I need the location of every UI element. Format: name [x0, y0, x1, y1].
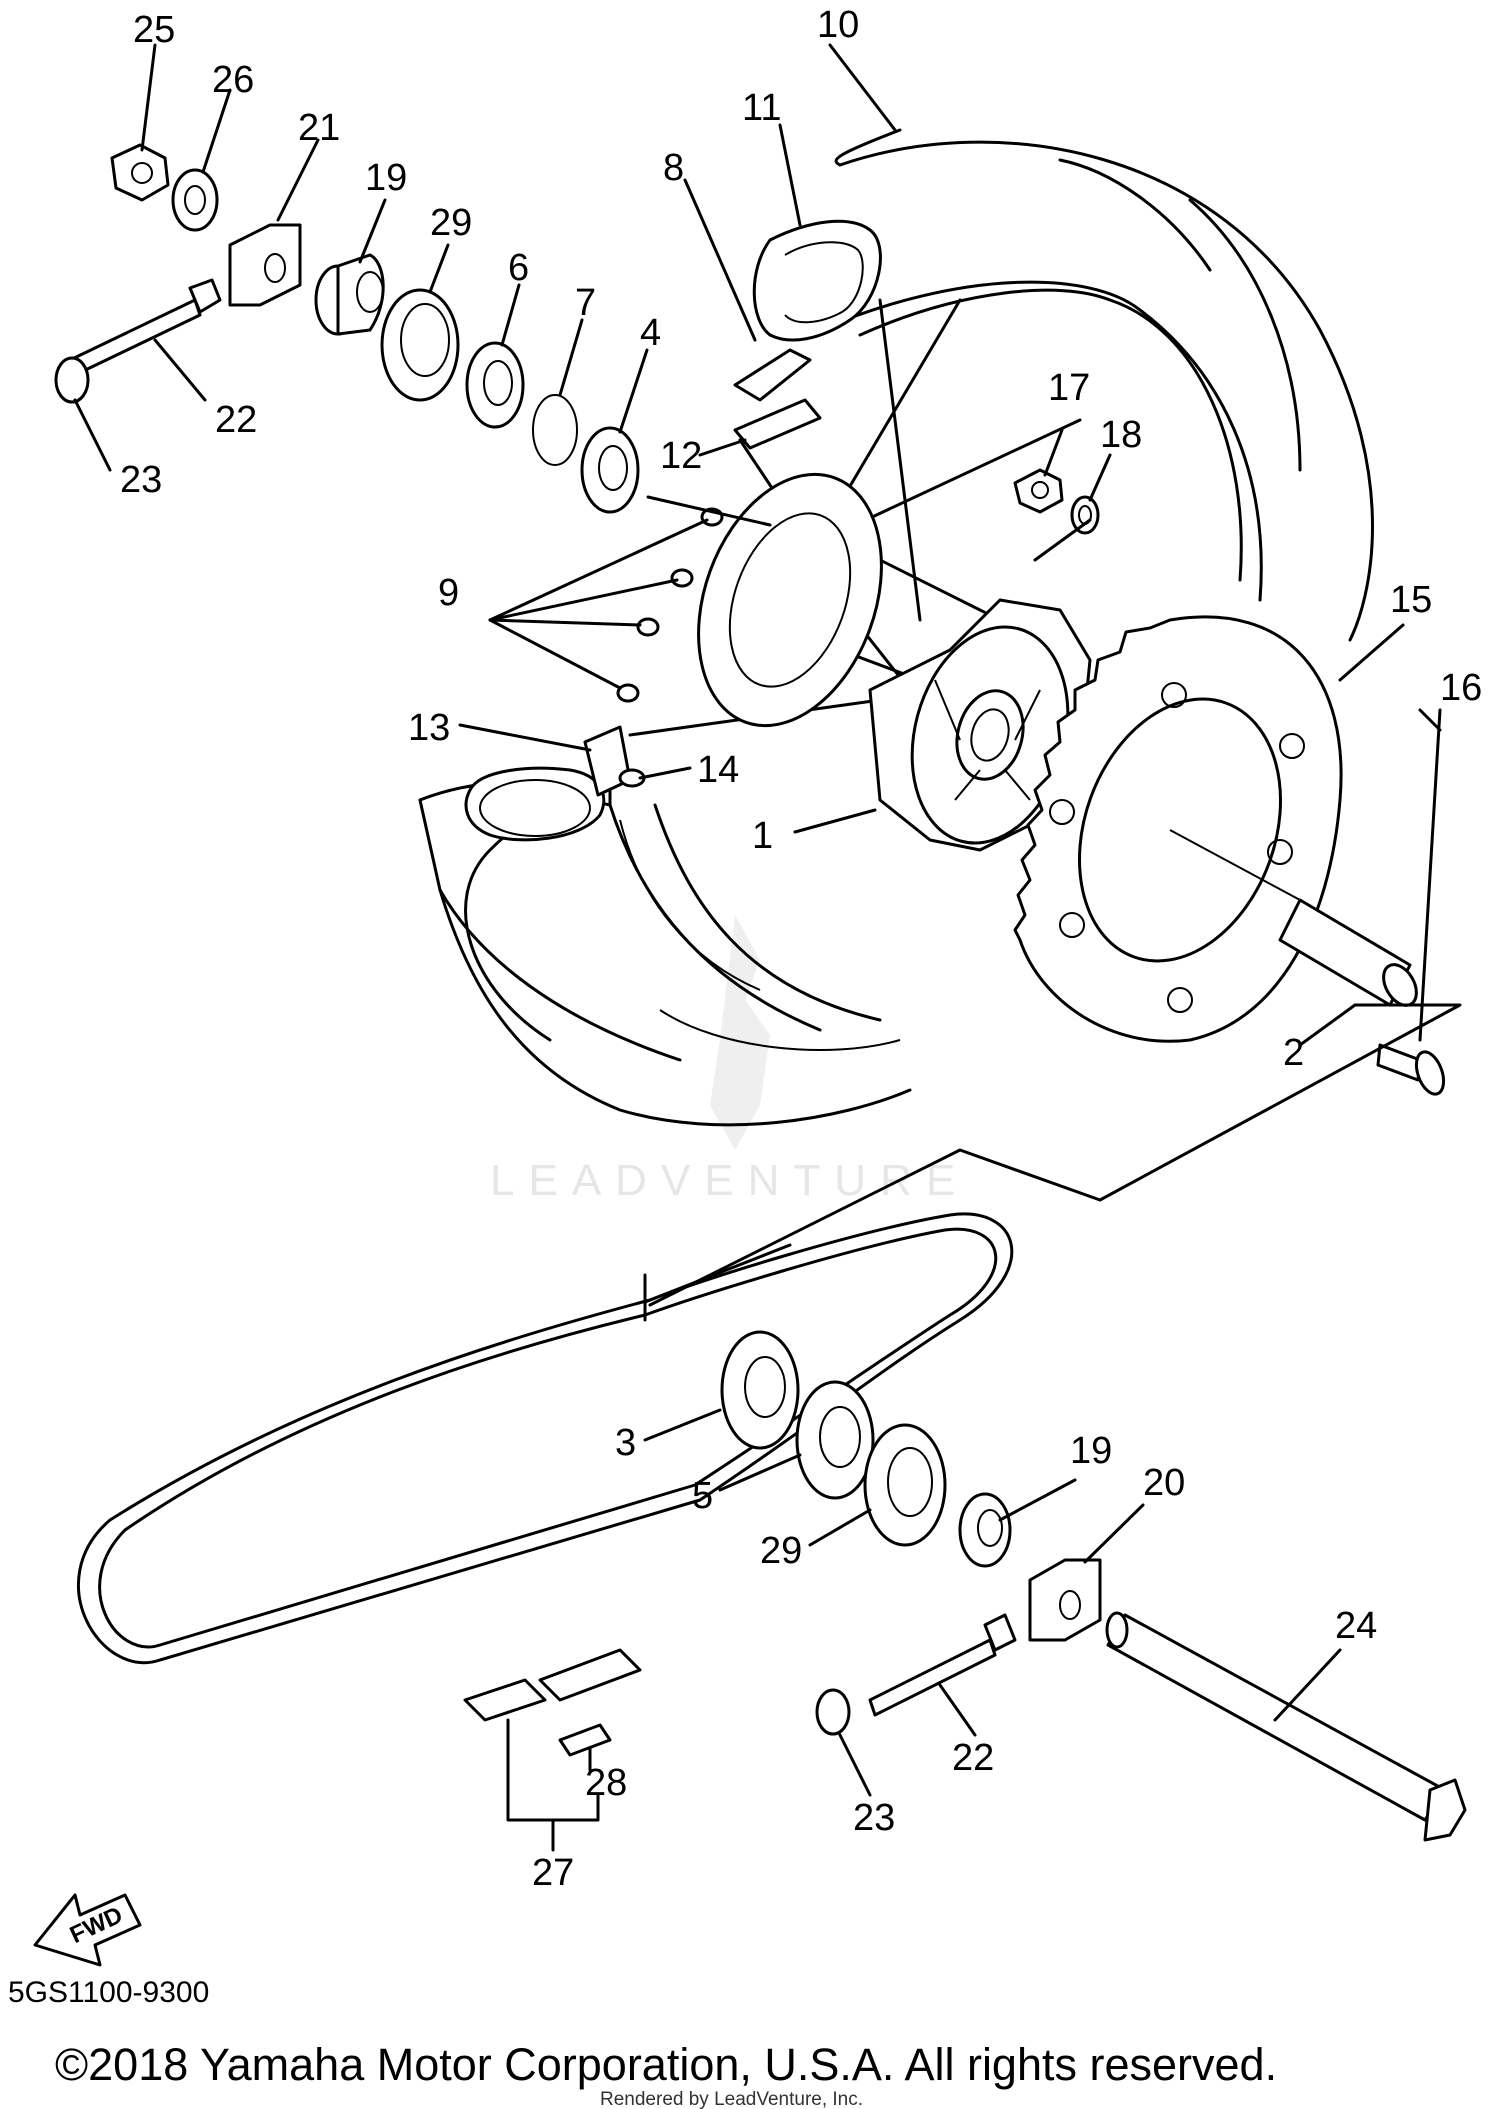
bearing-part-4	[580, 426, 640, 514]
label-2: 2	[1283, 1032, 1304, 1074]
label-11: 11	[742, 87, 781, 129]
bottom-bearing-stack	[720, 1330, 1467, 1842]
label-26: 26	[212, 59, 254, 101]
spacer-part-5	[795, 1380, 875, 1500]
chain-link-plate-part-28	[558, 1723, 612, 1757]
label-19-lower: 19	[1070, 1430, 1112, 1472]
label-15: 15	[1390, 579, 1432, 621]
nut-part-25	[110, 143, 170, 202]
label-13: 13	[408, 707, 450, 749]
label-28: 28	[585, 1762, 627, 1804]
label-24: 24	[1335, 1605, 1377, 1647]
chain-puller-part-20	[1028, 1558, 1102, 1642]
circlip-part-7	[532, 394, 578, 466]
label-7: 7	[575, 282, 596, 324]
label-5: 5	[692, 1475, 713, 1517]
label-22: 22	[215, 399, 257, 441]
washer-part-26	[171, 168, 219, 232]
adjust-bolt-part-22a	[68, 298, 202, 377]
bearing-part-3	[720, 1330, 800, 1450]
collar-part-2	[1169, 829, 1418, 1007]
leadventure-watermark: LEADVENTURE	[490, 915, 969, 1205]
label-23-lower: 23	[853, 1797, 895, 1839]
label-20: 20	[1143, 1462, 1185, 1504]
oil-seal-part-29b	[863, 1423, 947, 1547]
label-14: 14	[697, 749, 739, 791]
label-23: 23	[120, 459, 162, 501]
label-18: 18	[1100, 414, 1142, 456]
label-10: 10	[817, 4, 859, 46]
label-16: 16	[1440, 667, 1482, 709]
label-25: 25	[133, 9, 175, 51]
label-8: 8	[663, 147, 684, 189]
leader-lines	[73, 43, 1462, 1852]
label-17: 17	[1048, 367, 1090, 409]
collar-part-19b	[958, 1492, 1012, 1568]
label-29: 29	[430, 202, 472, 244]
label-21: 21	[298, 107, 340, 149]
rear-hub	[697, 472, 1092, 852]
label-19: 19	[365, 157, 407, 199]
label-4: 4	[640, 312, 661, 354]
oil-seal-part-29a	[380, 288, 460, 402]
copyright-notice: ©2018 Yamaha Motor Corporation, U.S.A. A…	[55, 2039, 1277, 2090]
nut-part-23b	[815, 1688, 851, 1736]
nut-part-23a	[54, 356, 90, 404]
nut-part-17	[1013, 468, 1064, 514]
label-12: 12	[660, 435, 702, 477]
bolt-part-16	[1376, 1043, 1446, 1096]
label-3: 3	[615, 1422, 636, 1464]
label-29-lower: 29	[760, 1530, 802, 1572]
rear-sprocket	[1013, 615, 1343, 1043]
washer-part-18	[1070, 495, 1100, 535]
label-1: 1	[752, 815, 773, 857]
forward-arrow: FWD	[33, 1893, 142, 1967]
adjust-bolt-part-22b	[868, 1638, 997, 1717]
spoke-nipples-part-9	[616, 507, 724, 703]
bearing-part-6	[465, 341, 525, 429]
diagram-code: 5GS1100-9300	[8, 1976, 209, 2009]
rendered-by-note: Rendered by LeadVenture, Inc.	[600, 2089, 863, 2109]
watermark-text: LEADVENTURE	[490, 1156, 969, 1205]
rim-lock-part-13-14	[583, 725, 646, 797]
label-9: 9	[438, 572, 459, 614]
label-22-lower: 22	[952, 1737, 994, 1779]
top-bearing-stack	[54, 143, 640, 514]
label-6: 6	[508, 247, 529, 289]
label-27: 27	[532, 1852, 574, 1894]
rear-tire	[418, 128, 1374, 1127]
part-number-labels: 25 26 21 19 29 6 7 4 22 23 10 11 8 12 9 …	[120, 4, 1482, 1894]
